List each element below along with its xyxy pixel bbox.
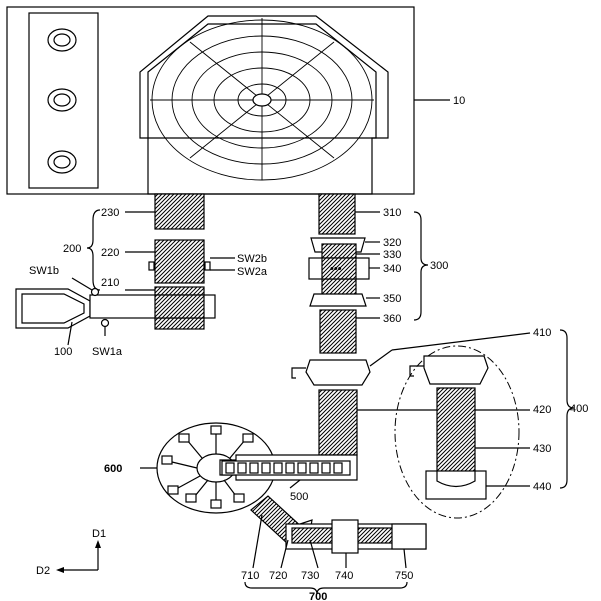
label-sw1a: SW1a (92, 346, 123, 358)
conveyor-slots (225, 462, 343, 474)
label-d2: D2 (36, 565, 50, 577)
label-410: 410 (533, 327, 551, 339)
label-330: 330 (383, 249, 401, 261)
label-730: 730 (301, 570, 319, 582)
port-circles (47, 28, 77, 174)
unit-700: 710 720 730 740 750 700 (241, 495, 427, 601)
unit-300: ••• 310 320 330 340 300 350 360 (308, 193, 448, 354)
label-430: 430 (533, 443, 551, 455)
unit-100: SW1b SW1a 100 (15, 265, 216, 358)
label-700: 700 (309, 591, 327, 601)
label-230: 230 (101, 207, 119, 219)
label-350: 350 (383, 293, 401, 305)
label-340: 340 (383, 263, 401, 275)
unit-600-500: 600 500 (104, 422, 358, 514)
label-360: 360 (383, 313, 401, 325)
label-100: 100 (54, 346, 72, 358)
label-10: 10 (453, 95, 465, 107)
label-d1: D1 (92, 528, 106, 540)
radial-slots (161, 425, 254, 509)
svg-text:•••: ••• (330, 263, 342, 275)
label-500: 500 (290, 491, 308, 503)
label-sw2a: SW2a (237, 266, 268, 278)
label-400: 400 (570, 403, 588, 415)
label-600: 600 (104, 463, 122, 475)
label-740: 740 (335, 570, 353, 582)
label-300: 300 (430, 260, 448, 272)
label-sw1b: SW1b (29, 265, 59, 277)
apparatus-10: 10 (6, 6, 465, 195)
transfer-chamber-octagon (139, 15, 389, 195)
label-420: 420 (533, 404, 551, 416)
label-220: 220 (101, 247, 119, 259)
label-210: 210 (101, 277, 119, 289)
label-750: 750 (395, 570, 413, 582)
label-710: 710 (241, 570, 259, 582)
unit-400: 410 420 400 430 440 (291, 327, 588, 519)
label-310: 310 (383, 207, 401, 219)
label-sw2b: SW2b (237, 253, 267, 265)
label-720: 720 (269, 570, 287, 582)
label-440: 440 (533, 481, 551, 493)
label-200: 200 (63, 243, 81, 255)
label-320: 320 (383, 237, 401, 249)
direction-axes: D1 D2 (36, 528, 106, 577)
